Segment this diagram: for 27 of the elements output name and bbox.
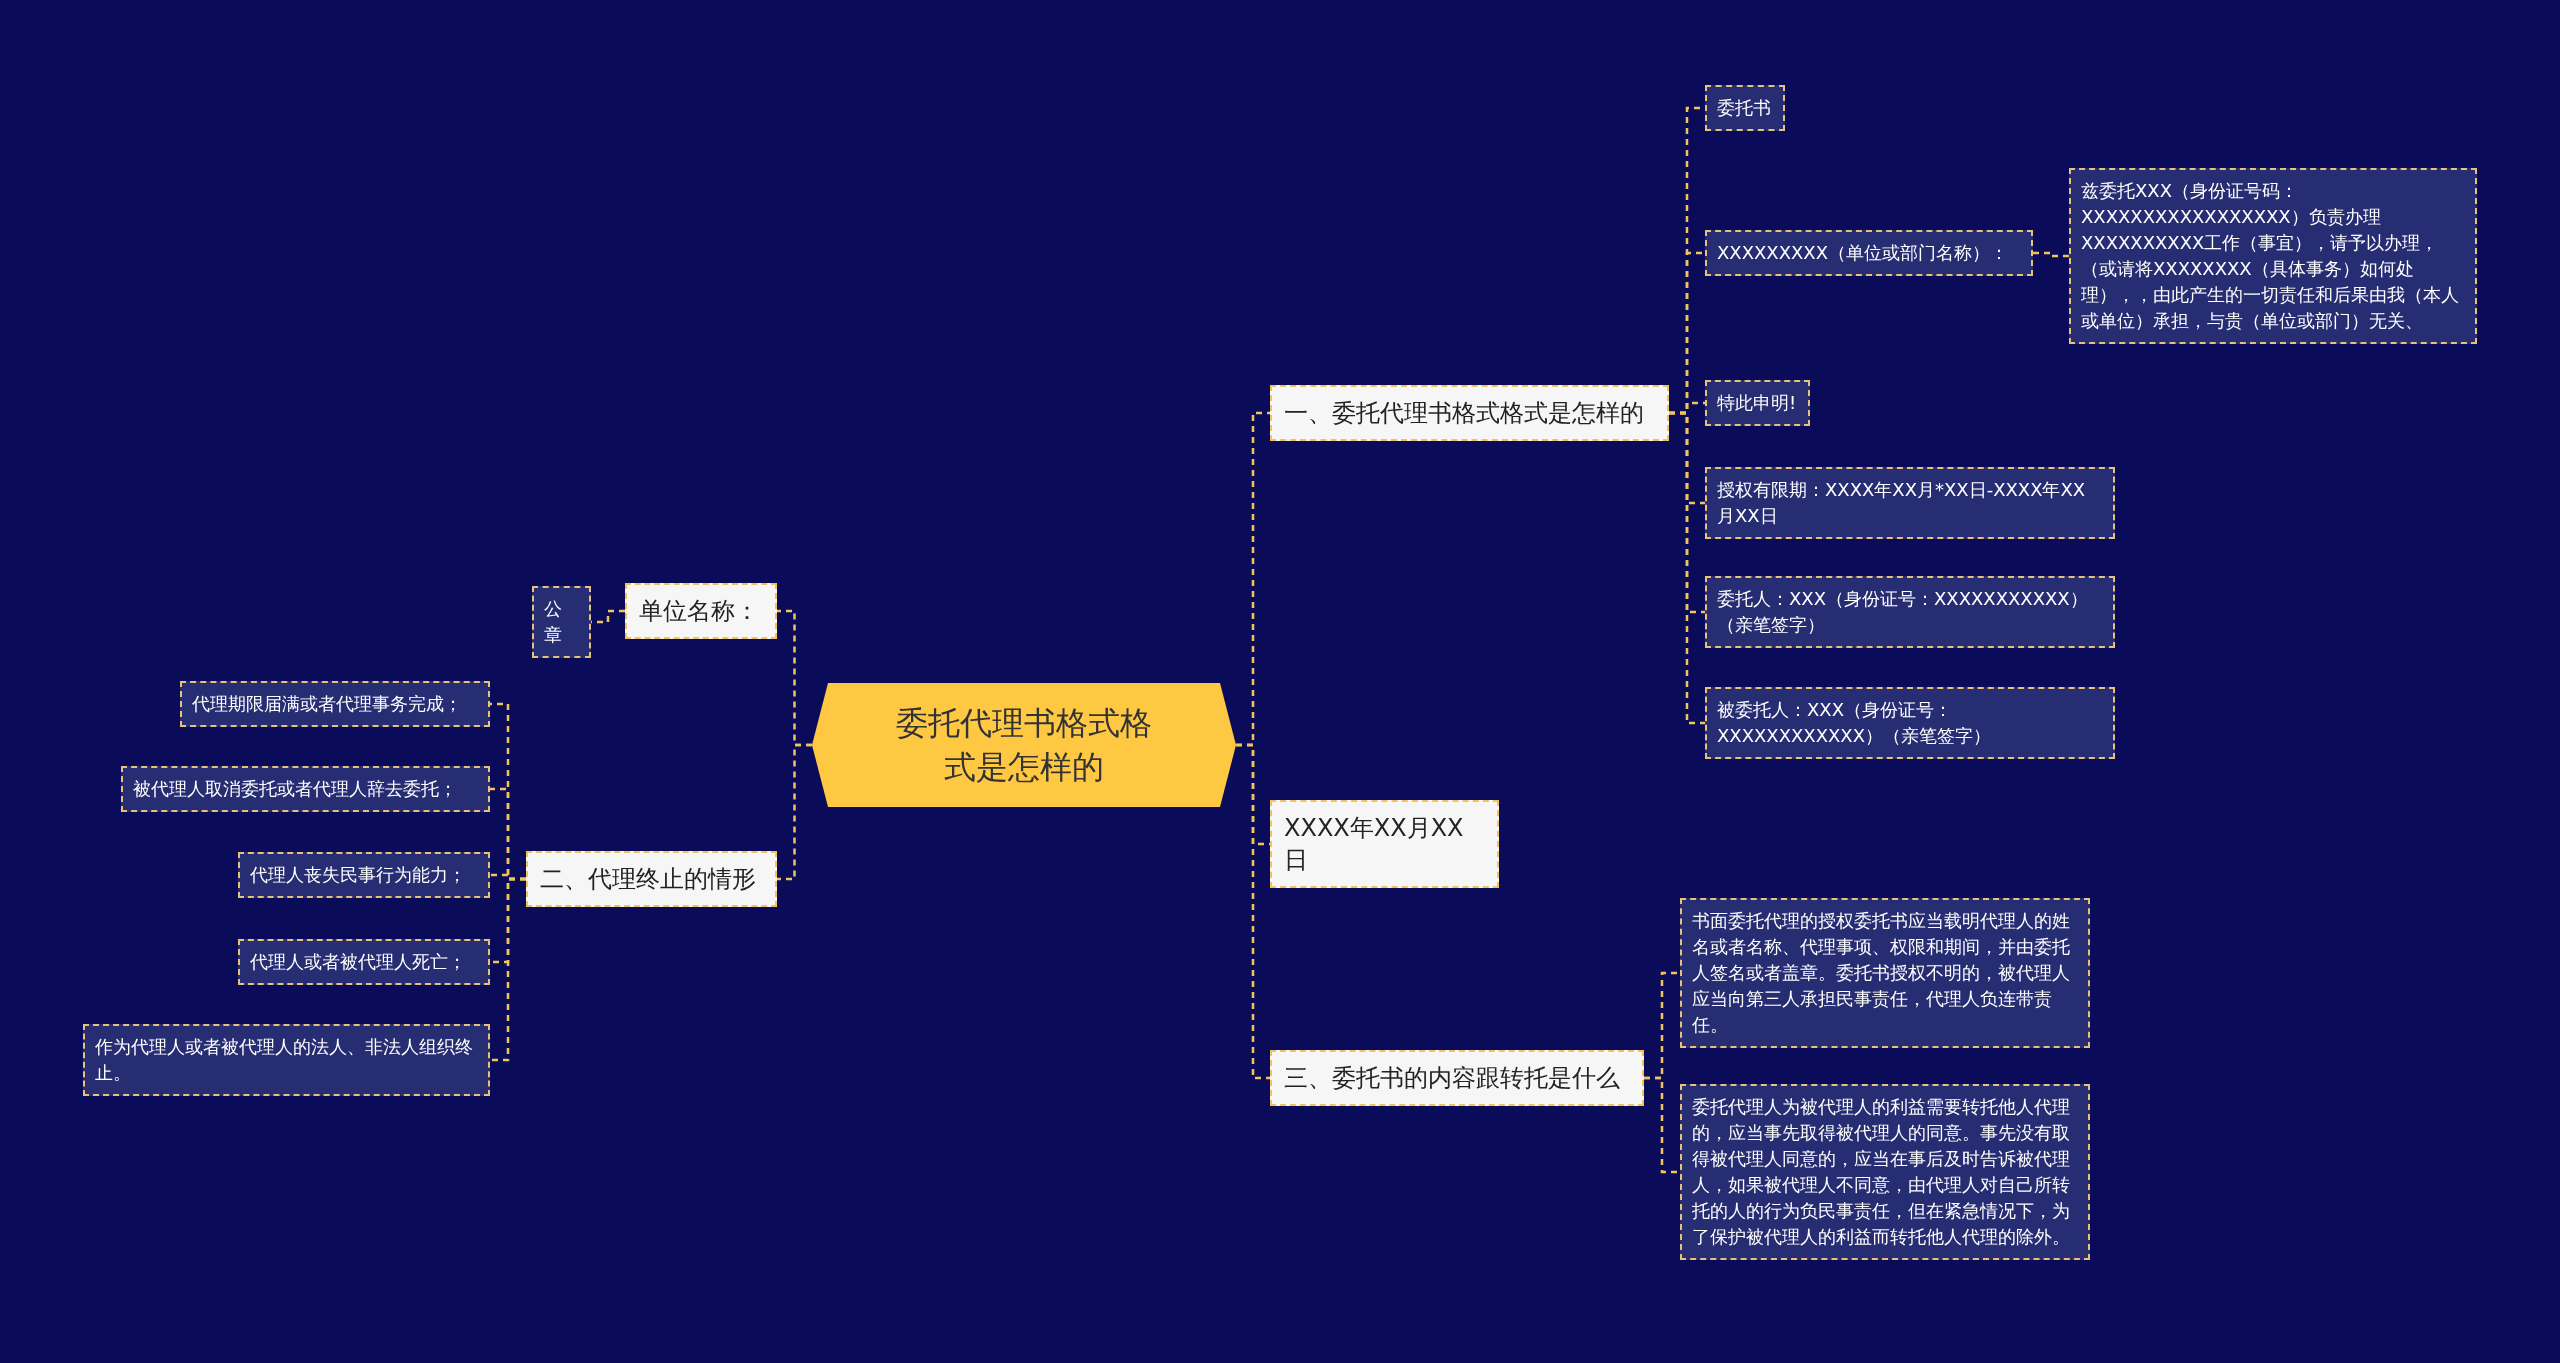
connector-line <box>2033 251 2069 258</box>
connector-line <box>777 743 812 881</box>
detail-box: 书面委托代理的授权委托书应当载明代理人的姓名或者名称、代理事项、权限和期间，并由委托人签名或者盖章。委托书授权不明的，被代理人应当向第三人承担民事责任，代理人负连带责任。 <box>1680 898 2090 1048</box>
detail-box: 作为代理人或者被代理人的法人、非法人组织终止。 <box>83 1024 490 1096</box>
topic-box: XXXX年XX月XX日 <box>1270 800 1499 888</box>
connector-line <box>490 877 526 1062</box>
detail-box: 公章 <box>532 586 591 658</box>
detail-box: 被代理人取消委托或者代理人辞去委托； <box>121 766 490 812</box>
detail-box: 兹委托XXX（身份证号码：XXXXXXXXXXXXXXXXX）负责办理XXXXXXXXXX工作（事宜），请予以办理，（或请将XXXXXXXX（具体事务）如何处理），，由此产生的一切责任和后果由我（本人或单位）承担，与贵（单位或部门）无关、 <box>2069 168 2477 344</box>
detail-box: 委托书 <box>1705 85 1785 131</box>
detail-box: 委托代理人为被代理人的利益需要转托他人代理的，应当事先取得被代理人的同意。事先没有取得被代理人同意的，应当在事后及时告诉被代理人，如果被代理人不同意，由代理人对自己所转托的人的行为负民事责任，但在紧急情况下，为了保护被代理人的利益而转托他人代理的除外。 <box>1680 1084 2090 1260</box>
detail-box: 特此申明! <box>1705 380 1810 426</box>
topic-box: 单位名称： <box>625 583 777 639</box>
topic-box: 一、委托代理书格式格式是怎样的 <box>1270 385 1669 441</box>
detail-box: 被委托人：XXX（身份证号：XXXXXXXXXXXX）（亲笔签字） <box>1705 687 2115 759</box>
connector-line <box>1669 411 1705 725</box>
central-topic: 委托代理书格式格式是怎样的 <box>812 683 1236 807</box>
topic-box: 三、委托书的内容跟转托是什么 <box>1270 1050 1644 1106</box>
detail-box: 代理人或者被代理人死亡； <box>238 939 490 985</box>
detail-box: 委托人：XXX（身份证号：XXXXXXXXXXX）（亲笔签字） <box>1705 576 2115 648</box>
detail-box: XXXXXXXXX（单位或部门名称）： <box>1705 230 2033 276</box>
detail-box: 授权有限期：XXXX年XX月*XX日-XXXX年XX月XX日 <box>1705 467 2115 539</box>
detail-box: 代理人丧失民事行为能力； <box>238 852 490 898</box>
detail-box: 代理期限届满或者代理事务完成； <box>180 681 490 727</box>
connector-line <box>1644 1076 1680 1174</box>
topic-box: 二、代理终止的情形 <box>526 851 777 907</box>
connector-line <box>1236 743 1270 1080</box>
